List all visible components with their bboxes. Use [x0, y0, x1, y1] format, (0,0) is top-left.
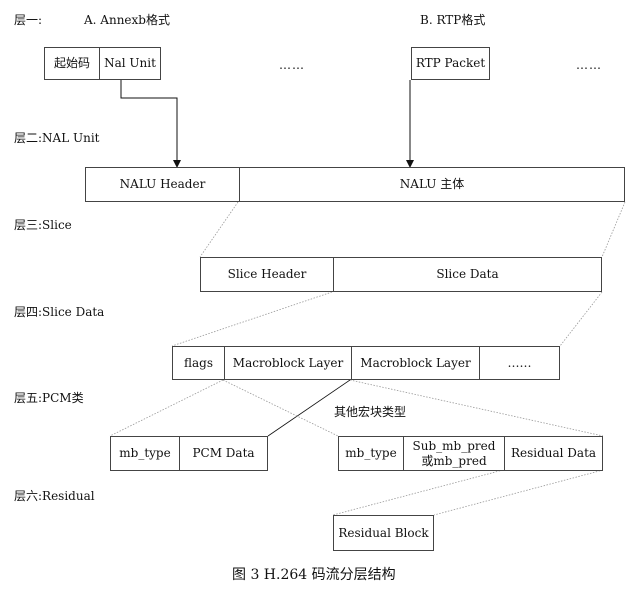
rtp-format-label: B. RTP格式: [420, 13, 486, 27]
layer-4-label: 层四:Slice Data: [14, 305, 105, 319]
pcm-data-cell: PCM Data: [179, 437, 267, 470]
residual-data-cell: Residual Data: [504, 437, 602, 470]
nalu-body-cell: NALU 主体: [239, 168, 624, 201]
sub-mb-pred-line2: 或mb_pred: [421, 453, 487, 468]
start-code-cell: 起始码: [53, 56, 90, 70]
other-mb-types-label: 其他宏块类型: [334, 405, 407, 419]
rtp-packet-box: RTP Packet: [411, 47, 490, 80]
mb-type-cell: mb_type: [345, 446, 397, 460]
line-residual-right: [433, 469, 604, 516]
pcm-box: mb_type PCM Data: [110, 436, 268, 471]
line-body-to-slice-left: [199, 201, 239, 258]
layer-6-label: 层六:Residual: [14, 489, 95, 503]
macroblock-layer-cell-1: Macroblock Layer: [224, 347, 351, 379]
macroblock-layer-cell-2: Macroblock Layer: [351, 347, 479, 379]
nal-unit-cell: Nal Unit: [99, 48, 160, 79]
layer-3-label: 层三:Slice: [14, 218, 72, 232]
line-mb-to-pcm-right: [267, 379, 351, 437]
layer-1-label: 层一:: [14, 13, 43, 27]
line-residual-left: [332, 469, 504, 516]
slice-data-cell: Slice Data: [333, 258, 601, 291]
line-mb-to-pcm-left: [109, 379, 224, 437]
figure-caption: 图 3 H.264 码流分层结构: [232, 567, 396, 583]
annexb-format-label: A. Annexb格式: [84, 13, 170, 27]
slice-header-cell: Slice Header: [227, 267, 307, 281]
line-mb-to-other-right: [349, 379, 604, 437]
other-mb-box: mb_type Sub_mb_pred 或mb_pred Residual Da…: [338, 436, 603, 471]
pcm-mb-type-cell: mb_type: [119, 446, 171, 460]
layer-2-label: 层二:NAL Unit: [14, 131, 100, 145]
flags-cell: flags: [184, 355, 213, 370]
line-slicedata-to-end: [559, 291, 603, 347]
annexb-stream-box: 起始码 Nal Unit: [44, 47, 161, 80]
row1-ellipsis-right: ……: [576, 58, 602, 72]
slice-data-box: flags Macroblock Layer Macroblock Layer …: [172, 346, 560, 380]
mb-pred-cell: Sub_mb_pred 或mb_pred: [403, 437, 504, 470]
line-slicedata-to-flags: [171, 291, 333, 347]
row1-ellipsis-left: ……: [279, 58, 305, 72]
line-body-to-slice-right: [601, 201, 626, 258]
row4-ellipsis-cell: ……: [479, 347, 559, 379]
nal-unit-box: NALU Header NALU 主体: [85, 167, 625, 202]
sub-mb-pred-line1: Sub_mb_pred: [412, 438, 496, 453]
arrow-nalunit-to-header: [120, 80, 181, 168]
layer-5-label: 层五:PCM类: [14, 391, 84, 405]
nalu-header-cell: NALU Header: [119, 177, 206, 191]
line-mb-to-other-left: [222, 379, 339, 437]
residual-block-box: Residual Block: [333, 515, 434, 551]
slice-box: Slice Header Slice Data: [200, 257, 602, 292]
